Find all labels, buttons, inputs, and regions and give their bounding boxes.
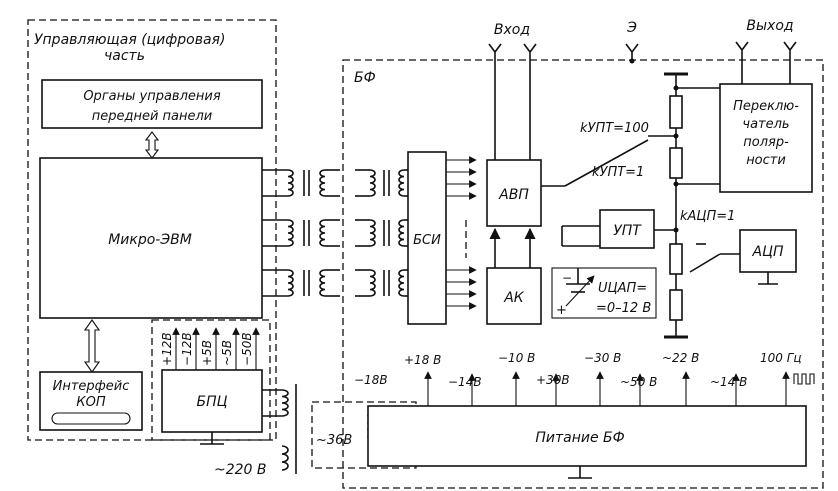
interface-label-2: КОП: [76, 395, 105, 410]
adc-switch: [689, 243, 740, 273]
interface-box: [39, 371, 143, 431]
interface-label-1: Интерфейс: [53, 379, 130, 394]
transformer-row: [262, 169, 408, 197]
control-part-label: Управляющая (цифровая): [34, 32, 225, 48]
k-adc-1-label: kАЦП=1: [680, 209, 735, 224]
bf-power-outputs: [424, 371, 790, 406]
dac-voltage-label: UЦАП=: [598, 281, 647, 296]
bsi-output-arrows: [446, 156, 477, 310]
bpc-outputs: [172, 327, 260, 370]
micro-evm-box: [39, 157, 263, 319]
upt-box: [599, 209, 655, 249]
bf-label: БФ: [354, 70, 376, 86]
bf-voltage-label: −18В: [354, 373, 388, 387]
adc-box: [739, 229, 797, 273]
bus-arrow-interface: [83, 319, 101, 373]
input-terminals: [488, 43, 537, 160]
output-label: Выход: [746, 18, 793, 34]
bpc-voltage-label: −12В: [180, 332, 194, 366]
transformer-row: [261, 269, 409, 297]
dac-plus: +: [556, 303, 567, 318]
transformer-row: [261, 219, 409, 247]
mains-220-label: ~220 В: [214, 462, 267, 478]
k-upt-1-label: kУПТ=1: [592, 165, 644, 180]
bf-voltage-label: −30 В: [584, 351, 621, 365]
bpc-voltage-label: +5В: [200, 340, 214, 366]
range-switch: [541, 135, 676, 187]
control-part-label-2: часть: [104, 48, 145, 64]
ac-36-label: ~36В: [316, 433, 352, 448]
dac-source: [551, 267, 657, 319]
front-panel-box: [41, 79, 263, 129]
bf-power-box: [367, 405, 807, 467]
bf-voltage-label: ~22 В: [662, 351, 699, 365]
ak-label: АК: [503, 290, 525, 306]
upt-label: УПТ: [613, 223, 642, 239]
ak-box: [486, 267, 542, 325]
screen-label: Э: [626, 20, 637, 36]
bpc-transformer: [262, 384, 297, 474]
switch-label-1: Переклю-: [733, 99, 799, 114]
dac-range-label: =0–12 В: [596, 301, 651, 316]
bus-arrow-panel: [144, 131, 160, 159]
adc-label: АЦП: [752, 244, 784, 260]
bpc-voltage-label: −50В: [240, 332, 254, 366]
switch-label-3: поляр-: [743, 135, 789, 150]
switch-label-2: чатель: [742, 117, 789, 132]
bf-voltage-label: −14В: [448, 375, 482, 389]
bpc-region: [151, 319, 271, 441]
screen-terminal: [625, 43, 639, 64]
dac-minus: −: [562, 271, 572, 285]
freq-100-label: 100 Гц: [760, 351, 802, 365]
switch-label-4: ности: [746, 153, 786, 168]
voltage-divider: [664, 72, 688, 339]
isolation-transformers: [261, 169, 409, 297]
polarity-switch-box: [719, 83, 813, 193]
bf-voltage-label: +30В: [536, 373, 570, 387]
bsi-label: БСИ: [413, 233, 441, 248]
k-upt-100-label: kУПТ=100: [580, 121, 649, 136]
connector-icon: [51, 412, 131, 425]
micro-evm-label: Микро-ЭВМ: [108, 232, 192, 248]
bf-voltage-label: −10 В: [498, 351, 535, 365]
bf-voltage-label: +18 В: [404, 353, 441, 367]
bpc-voltage-label: ~5В: [220, 340, 234, 366]
bsi-box: [407, 151, 447, 325]
avp-label: АВП: [498, 187, 529, 203]
front-panel-label-2: передней панели: [92, 109, 213, 124]
input-label: Вход: [494, 22, 530, 38]
bpc-voltage-label: +12В: [160, 332, 174, 366]
front-panel-label-1: Органы управления: [83, 89, 221, 104]
bf-voltage-label: ~50 В: [620, 375, 657, 389]
bf-voltage-label: ~14 В: [710, 375, 747, 389]
bf-region: [342, 59, 824, 489]
avp-box: [486, 159, 542, 227]
output-terminals: [735, 41, 797, 84]
pulse-waveform-icon: [793, 373, 815, 385]
bpc-label: БПЦ: [196, 394, 227, 410]
bf-power-label: Питание БФ: [535, 430, 624, 446]
